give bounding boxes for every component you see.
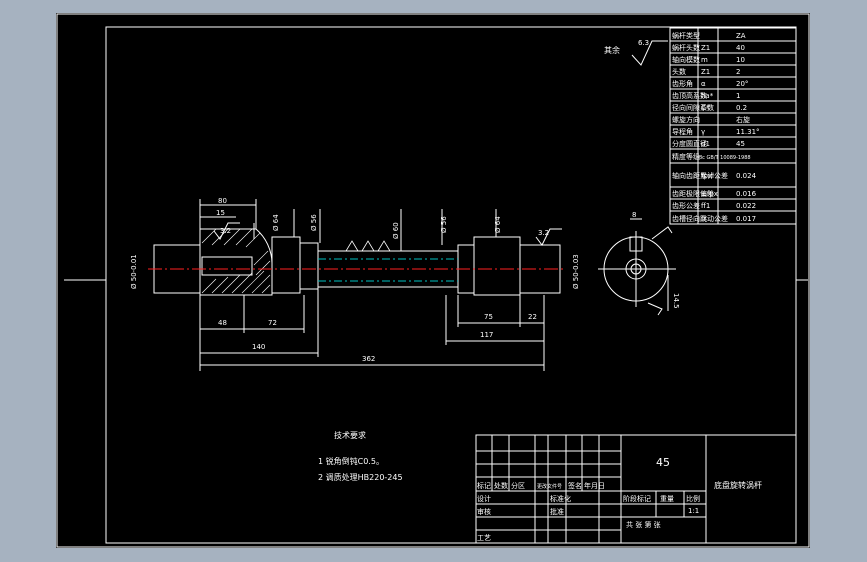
param-symbol: fpxl [701, 172, 714, 180]
param-value: 20° [736, 80, 748, 88]
param-value: 45 [736, 140, 745, 148]
roughness-symbol [631, 40, 668, 66]
dim-dia60: Ø 60 [392, 222, 400, 239]
dim-72: 72 [268, 319, 277, 327]
param-value: 40 [736, 44, 745, 52]
param-name: 导程角 [672, 127, 693, 136]
tb-design: 设计 [477, 494, 491, 503]
param-symbol: γ [701, 128, 705, 136]
title-block: 45 底盘旋转涡杆 标记 处数 分区 更改文件号 签名 年月日 设计 标准化 审… [475, 434, 797, 544]
param-symbol: Z1 [701, 68, 710, 76]
param-symbol: Z1 [701, 44, 710, 52]
material: 45 [656, 456, 670, 469]
param-symbol: C* [701, 104, 710, 112]
tb-review: 审核 [477, 507, 491, 516]
dimension-labels: 80 15 3.2 3.2 48 72 75 22 140 117 362 Ø … [130, 197, 580, 363]
param-symbol: ±fpx [701, 190, 718, 198]
dim-dia64-right: Ø 64 [494, 216, 502, 233]
param-value: 右旋 [736, 115, 750, 124]
param-value: 0.017 [736, 215, 756, 223]
param-value: ZA [736, 32, 746, 40]
surface-note: 其余 [604, 45, 620, 55]
param-symbol: ha* [701, 92, 714, 100]
inner-border [105, 26, 797, 544]
dim-dia64-left: Ø 64 [272, 214, 280, 231]
param-symbol: ff1 [701, 202, 710, 210]
param-value: 2 [736, 68, 740, 76]
dim-117: 117 [480, 331, 493, 339]
dim-48: 48 [218, 319, 227, 327]
tech-req-item: 1 锐角倒钝C0.5。 [318, 456, 384, 466]
param-name: 轴向模数 [672, 55, 700, 64]
dim-22: 22 [528, 313, 537, 321]
dim-140: 140 [252, 343, 265, 351]
param-name: 蜗杆头数 [672, 43, 700, 52]
param-value: 1 [736, 92, 740, 100]
tb-scale-value: 1:1 [688, 507, 699, 515]
param-name: 齿形角 [672, 79, 693, 88]
param-value: 11.31° [736, 128, 760, 136]
param-value: 0.2 [736, 104, 747, 112]
tb-label: 签名 [568, 481, 582, 490]
tb-sheets: 共 张 第 张 [626, 520, 661, 529]
surface-roughness: 6.3 [638, 39, 649, 47]
tech-req-heading: 技术要求 [334, 430, 366, 440]
param-name: 蜗杆类型 [672, 31, 700, 40]
outer-border [56, 13, 810, 548]
cad-drawing: 其余 6.3 蜗杆类型 ZA 蜗杆头数 Z1 40 轴向模数 m 10 头数 Z… [56, 13, 810, 548]
param-value: 0.022 [736, 202, 756, 210]
tb-scale: 比例 [686, 494, 700, 503]
cross-section-view: 8 14.5 [598, 211, 680, 316]
tb-label: 分区 [511, 481, 525, 490]
tb-stage: 阶段标记 [623, 494, 651, 503]
tb-approve: 批准 [550, 507, 564, 516]
param-name: 齿形公差 [672, 201, 700, 210]
tb-label: 年月日 [584, 481, 605, 490]
dim-section-width: 8 [632, 211, 636, 219]
drawing-sheet: 其余 6.3 蜗杆类型 ZA 蜗杆头数 Z1 40 轴向模数 m 10 头数 Z… [56, 13, 810, 548]
tb-label: 标记 [477, 481, 491, 490]
dim-dia50-right: Ø 50-0.03 [572, 254, 580, 289]
dim-75: 75 [484, 313, 493, 321]
param-value: 10 [736, 56, 745, 64]
tb-standard: 标准化 [550, 494, 571, 503]
dim-dia56-right: Ø 56 [440, 216, 448, 233]
param-name: 齿槽径向跳动公差 [672, 214, 728, 223]
tech-req-item: 2 调质处理HB220-245 [318, 472, 403, 482]
param-name: 分度圆直径 [672, 139, 707, 148]
param-symbol: d1 [701, 140, 710, 148]
dim-362: 362 [362, 355, 375, 363]
param-table: 蜗杆类型 ZA 蜗杆头数 Z1 40 轴向模数 m 10 头数 Z1 2 齿形角… [669, 27, 797, 225]
shaft-view [148, 228, 566, 296]
dim-15: 15 [216, 209, 225, 217]
param-symbol: m [701, 56, 708, 64]
dimensions [199, 199, 562, 371]
dim-dia56-left: Ø 56 [310, 214, 318, 231]
tb-label: 更改文件号 [537, 483, 562, 490]
param-value: 0.016 [736, 190, 757, 198]
dim-roughness-left: 3.2 [220, 227, 231, 235]
param-name: 齿距极限偏差 [672, 189, 714, 198]
dim-80: 80 [218, 197, 227, 205]
dim-roughness-right: 3.2 [538, 229, 549, 237]
param-symbol: 8c GB/T 10089-1988 [699, 155, 751, 161]
tb-label: 处数 [494, 481, 508, 490]
param-name: 轴向齿距累计公差 [672, 171, 728, 180]
tb-weight: 重量 [660, 495, 674, 503]
param-symbol: fr [701, 215, 706, 223]
param-name: 径向间隙系数 [672, 103, 714, 112]
tb-process: 工艺 [477, 534, 491, 542]
param-name: 头数 [672, 67, 686, 76]
dim-section-depth: 14.5 [672, 293, 680, 309]
drawing-title: 底盘旋转涡杆 [714, 480, 762, 490]
param-name: 螺旋方向 [672, 115, 700, 124]
param-value: 0.024 [736, 172, 757, 180]
param-name: 齿顶高系数 [672, 91, 707, 100]
dim-dia50-left: Ø 50-0.01 [130, 254, 138, 289]
param-symbol: α [701, 80, 706, 88]
param-name: 精度等级 [672, 152, 700, 161]
